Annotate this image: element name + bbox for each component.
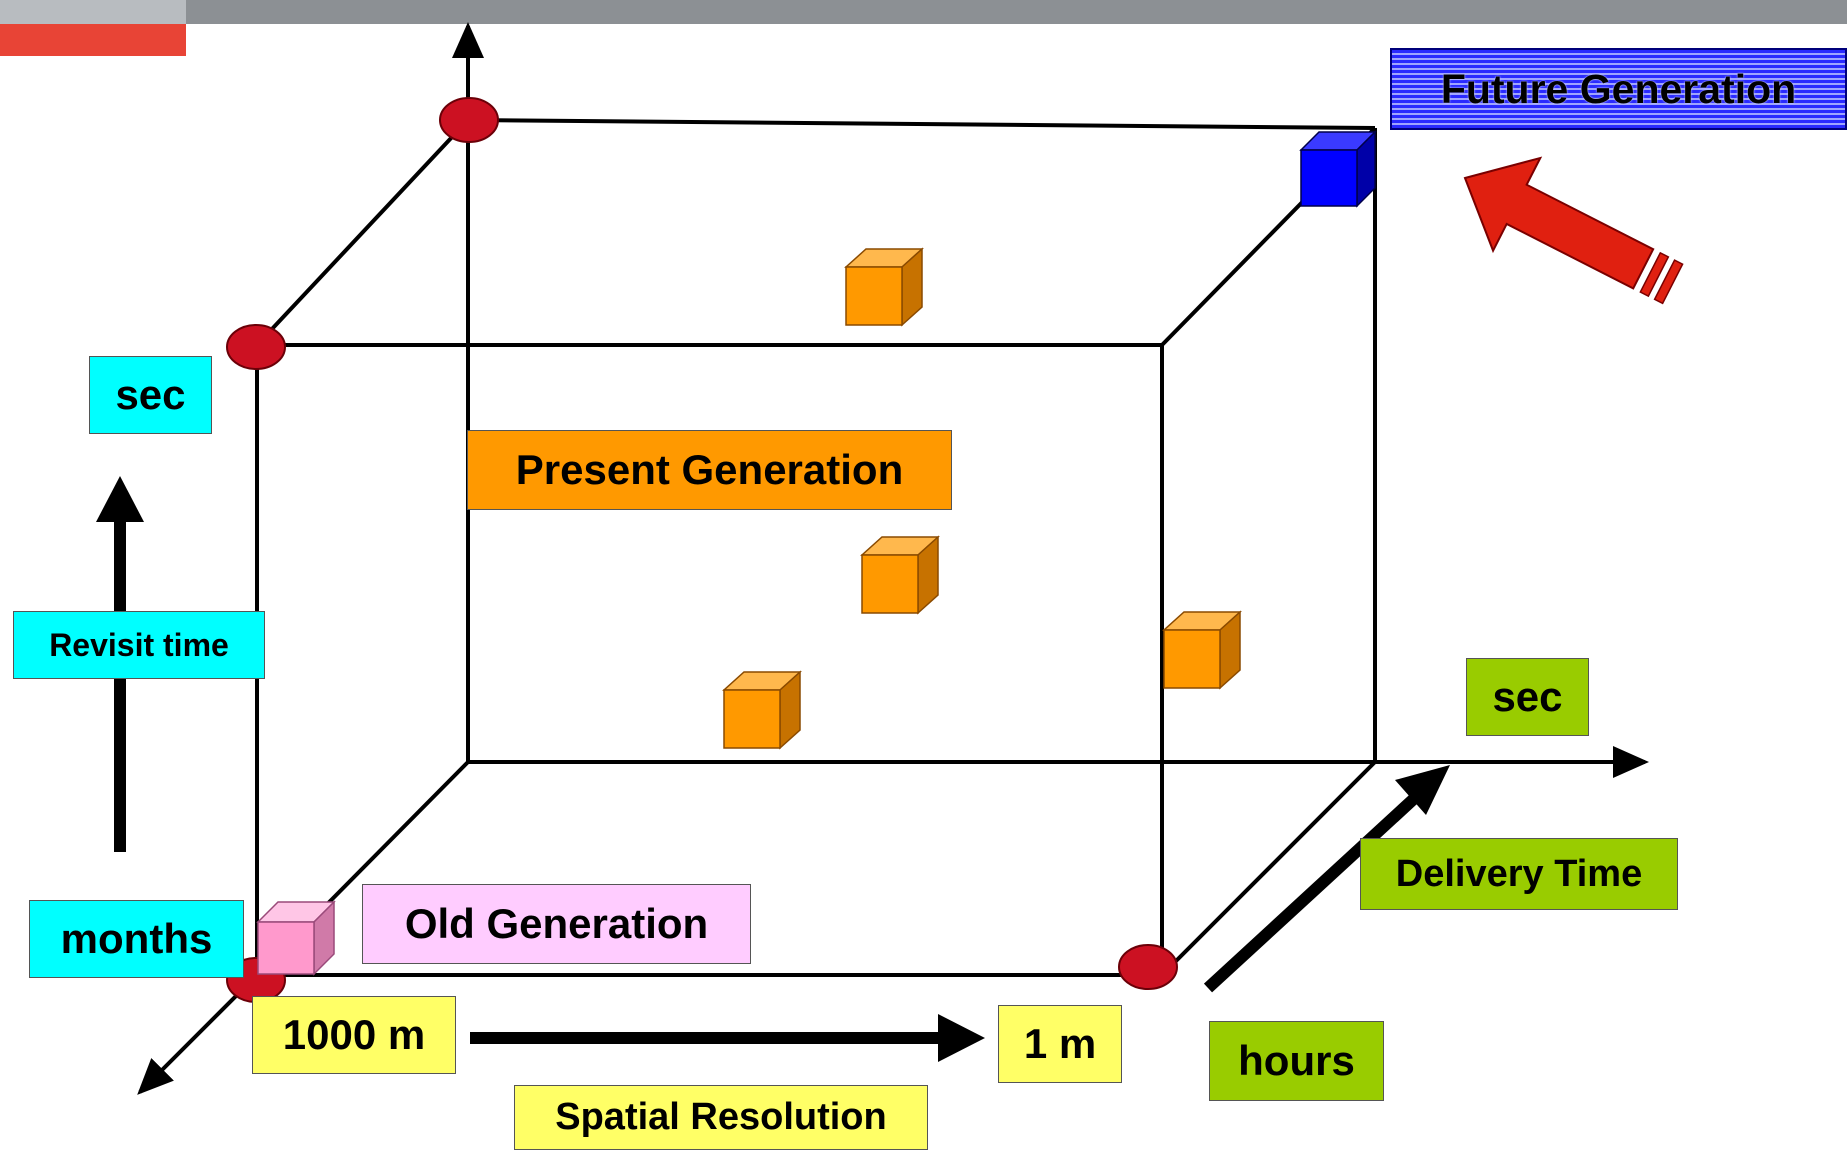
corner-marker-left: [226, 324, 286, 370]
delivery-sec-label: sec: [1466, 658, 1589, 736]
cube-wireframe: [255, 118, 1377, 977]
future-generation-cube: [1299, 130, 1377, 208]
old-generation-cube: [256, 900, 336, 976]
present-generation-cube: [722, 670, 802, 750]
header-accent-light: [0, 0, 186, 24]
resolution-1m-label: 1 m: [998, 1005, 1122, 1083]
header-accent-red: [0, 24, 186, 56]
revisit-direction-arrowhead: [96, 476, 144, 522]
present-generation-cube: [860, 535, 940, 615]
corner-marker-right: [1118, 944, 1178, 990]
present-generation-label: Present Generation: [467, 430, 952, 510]
header-bar: [0, 0, 1847, 24]
spatial-resolution-label: Spatial Resolution: [514, 1085, 928, 1150]
revisit-time-label: Revisit time: [13, 611, 265, 679]
present-generation-cube: [844, 247, 924, 327]
delivery-direction-arrow: [1203, 790, 1423, 993]
delivery-time-label: Delivery Time: [1360, 838, 1678, 910]
delivery-direction-arrowhead: [1395, 765, 1450, 815]
future-generation-label: Future Generation: [1390, 48, 1847, 130]
future-generation-text: Future Generation: [1440, 65, 1797, 112]
corner-marker-top: [439, 97, 499, 143]
resolution-direction-arrowhead: [938, 1014, 985, 1062]
revisit-sec-label: sec: [89, 356, 212, 434]
future-highlight-arrow: [1463, 156, 1684, 305]
delivery-hours-label: hours: [1209, 1021, 1384, 1101]
present-generation-cube: [1162, 610, 1242, 690]
resolution-1000m-label: 1000 m: [252, 996, 456, 1074]
old-generation-label: Old Generation: [362, 884, 751, 964]
revisit-months-label: months: [29, 900, 244, 978]
